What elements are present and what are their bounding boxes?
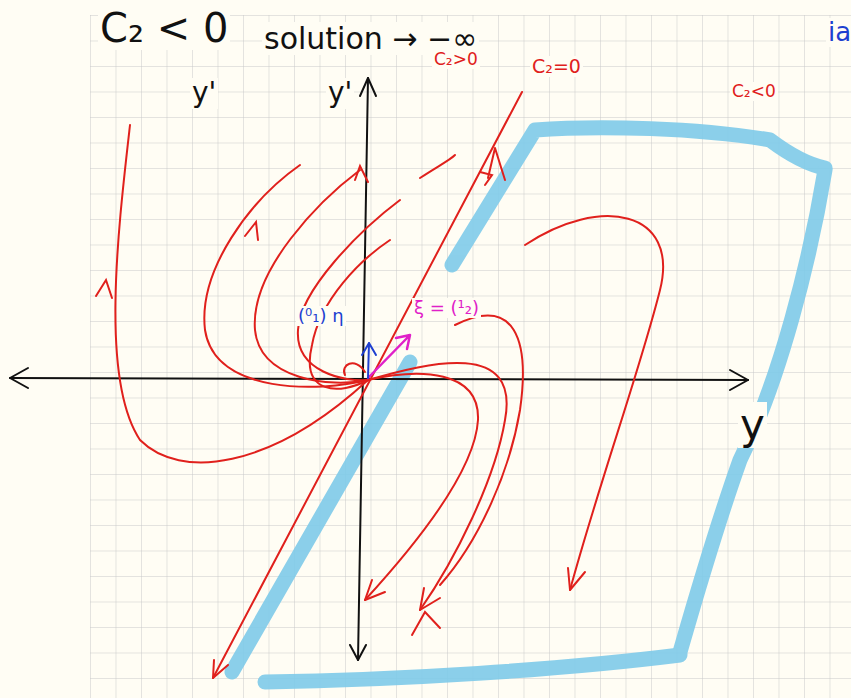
axis-label: y' xyxy=(326,78,354,109)
axis-label: y' xyxy=(190,78,218,109)
eigenvector-label: (⁰₁) η xyxy=(296,306,346,326)
condition-note: C₂ < 0 xyxy=(98,6,230,50)
axis-label: y xyxy=(738,402,767,448)
curve-label: C₂>0 xyxy=(432,50,480,69)
note-text: ia xyxy=(826,18,851,47)
eigenvector-label: ξ = (¹₂) xyxy=(412,298,481,318)
curve-label: C₂=0 xyxy=(530,56,583,77)
curve-label: C₂<0 xyxy=(730,82,778,101)
